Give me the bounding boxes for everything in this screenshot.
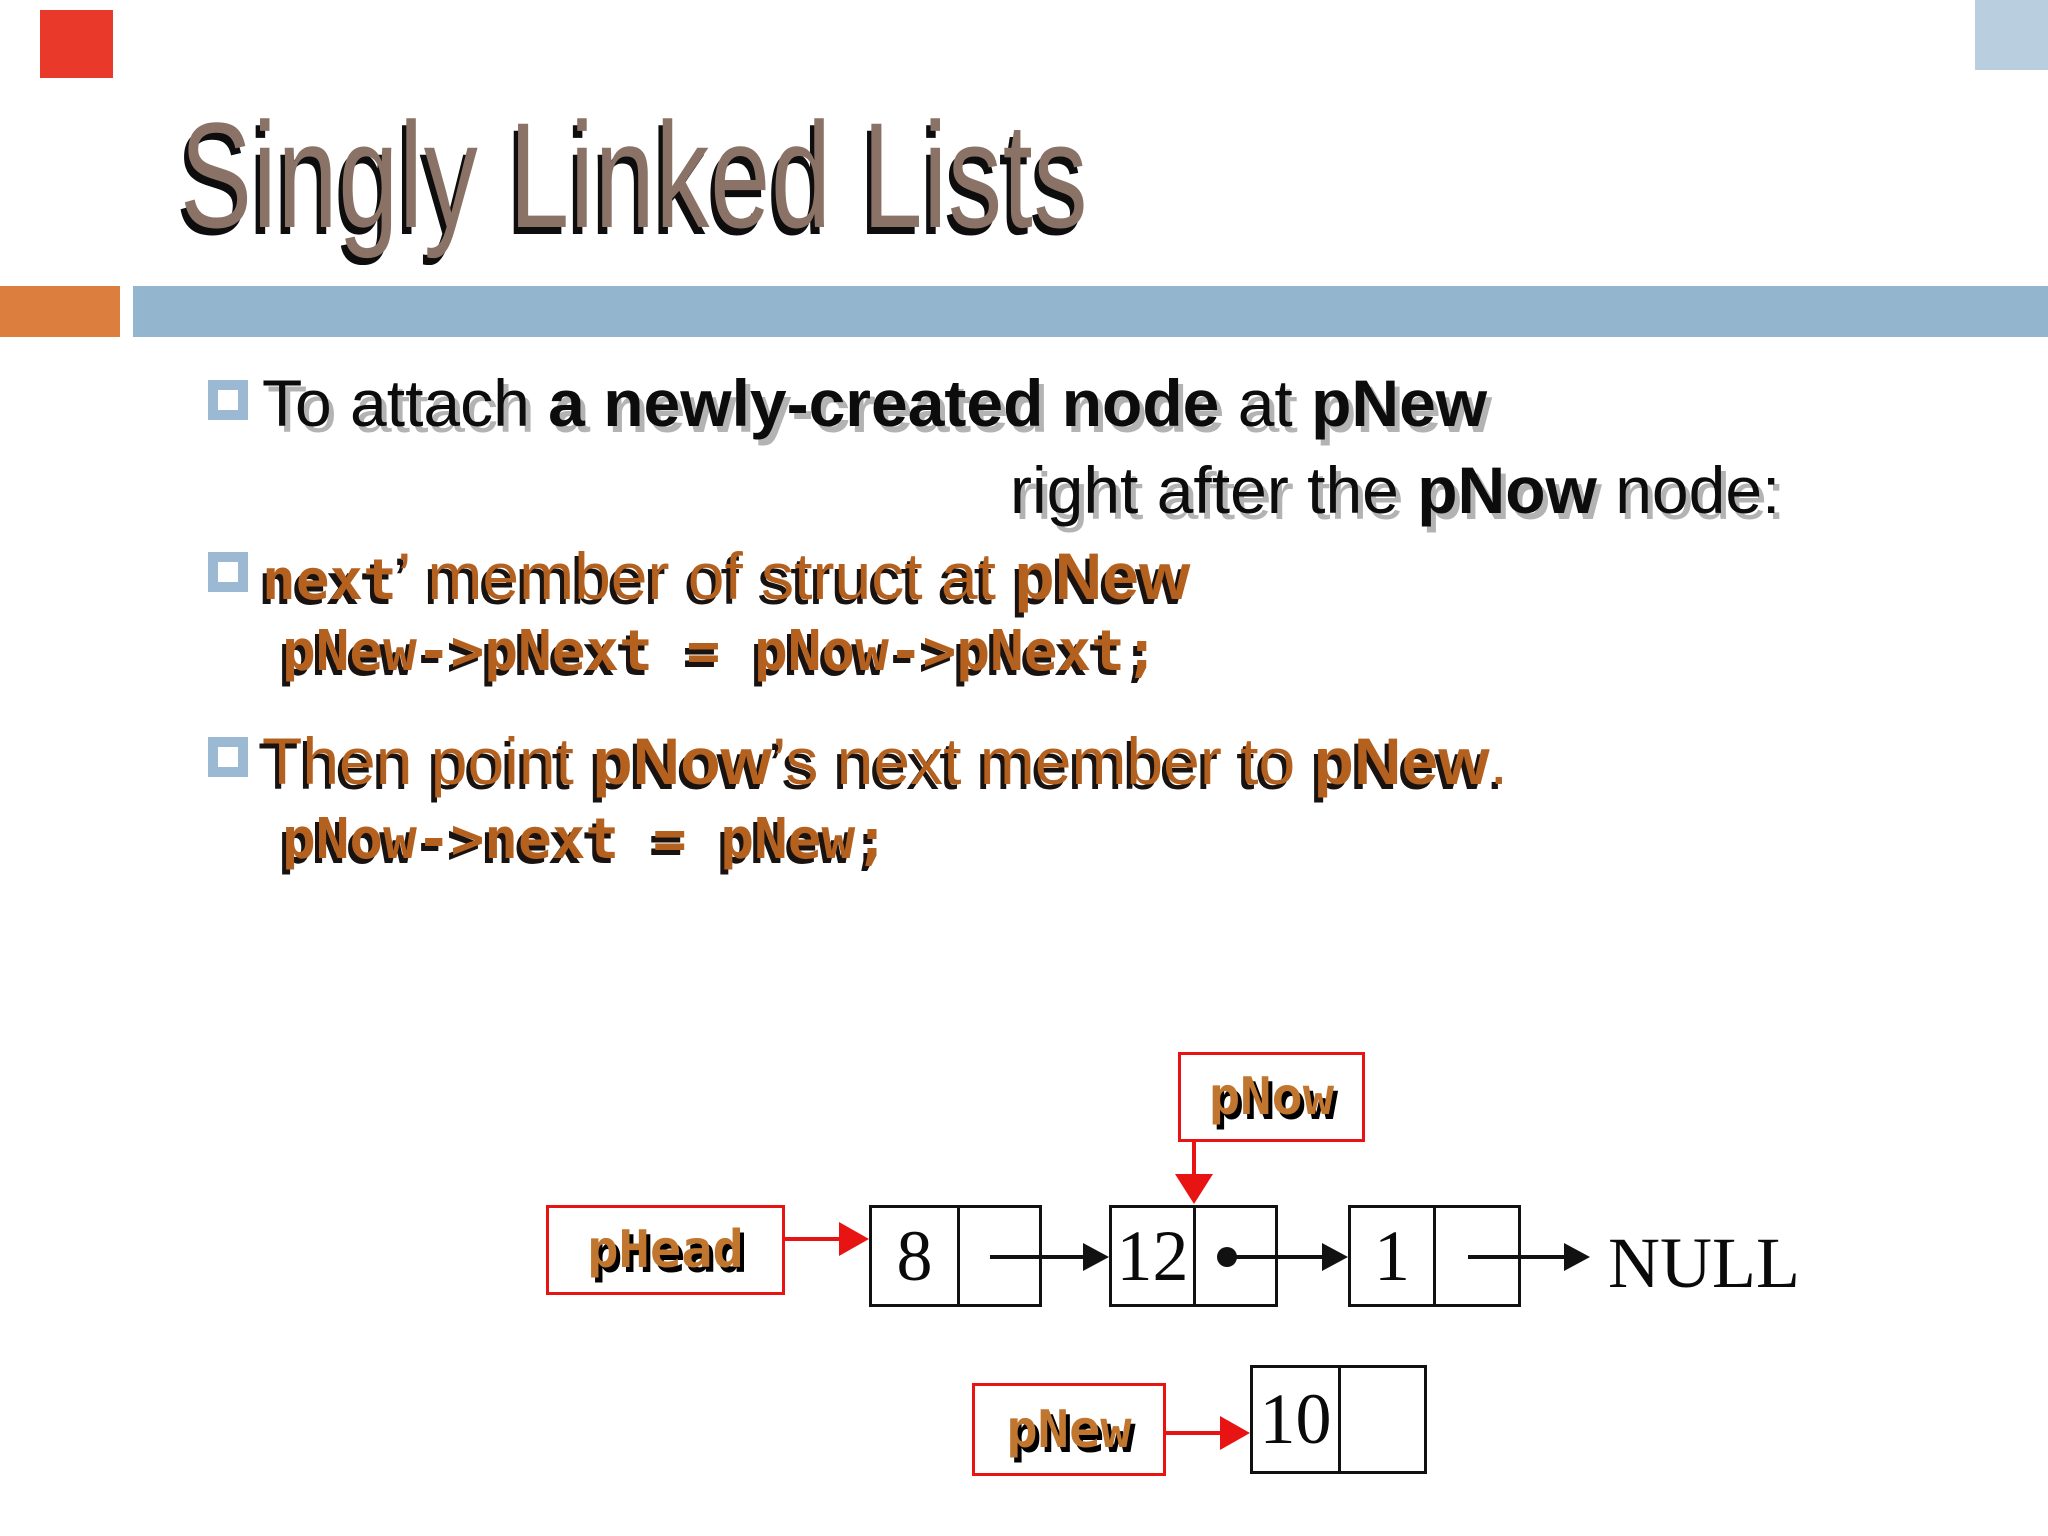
- corner-tab-red: [40, 10, 113, 78]
- node-1: 1: [1348, 1205, 1521, 1307]
- b3-mid: ’s next member to: [771, 724, 1314, 798]
- arrow-12-to-1-line: [1227, 1255, 1325, 1259]
- node-10-value: 10: [1259, 1379, 1332, 1459]
- arrow-8-to-12-line: [990, 1255, 1086, 1259]
- b1-bold-newly-created: a newly-created node: [548, 366, 1220, 440]
- corner-tab-blue: [1975, 0, 2048, 70]
- accent-bar-blue: [133, 286, 2048, 337]
- node-10-next-cell: [1341, 1368, 1424, 1471]
- b2-quote: ’: [396, 539, 410, 613]
- arrow-1-to-null-head-icon: [1564, 1243, 1590, 1271]
- node-8-value: 8: [896, 1215, 933, 1296]
- b3-bold-pnew: pNew: [1313, 724, 1490, 798]
- b2-bold-pnew: pNew: [1014, 539, 1191, 613]
- b3-bold-pnow: pNow: [592, 724, 772, 798]
- node-12-data-cell: 12: [1112, 1208, 1196, 1304]
- arrow-1-to-null-line: [1468, 1255, 1566, 1259]
- bullet1-line1: To attach a newly-created node at pNew: [262, 368, 1487, 438]
- node-8-data-cell: 8: [872, 1208, 960, 1304]
- b1l2-pre: right after the: [1010, 453, 1418, 527]
- bullet2-line: next’ member of struct at pNew: [262, 541, 1190, 616]
- node-10-data-cell: 10: [1253, 1368, 1341, 1471]
- bullet1-line2: right after the pNow node:: [1010, 455, 1780, 525]
- pnow-label: pNow: [1208, 1067, 1335, 1127]
- b1l2-bold-pnow: pNow: [1417, 453, 1597, 527]
- pnow-arrow-line: [1192, 1139, 1196, 1181]
- pnow-pointer-box: pNow: [1178, 1052, 1365, 1142]
- bullet-square-icon: [208, 380, 248, 420]
- pnew-label: pNew: [1006, 1399, 1132, 1460]
- b1l2-post: node:: [1596, 453, 1781, 527]
- b2-mid: member of struct at: [409, 539, 1015, 613]
- b1-text: To attach: [262, 366, 549, 440]
- code-line-1: pNew->pNext = pNow->pNext;: [282, 619, 1159, 684]
- node-1-data-cell: 1: [1351, 1208, 1436, 1304]
- code-line-2: pNow->next = pNew;: [282, 807, 889, 872]
- b3-post: .: [1489, 724, 1508, 798]
- pnew-arrow-head-icon: [1220, 1416, 1250, 1450]
- node-1-value: 1: [1374, 1215, 1410, 1296]
- node-12: 12: [1109, 1205, 1278, 1307]
- pnow-arrow-head-icon: [1175, 1174, 1213, 1204]
- pnew-pointer-box: pNew: [972, 1383, 1166, 1476]
- bullet3-line: Then point pNow’s next member to pNew.: [262, 726, 1508, 796]
- null-label: NULL: [1608, 1223, 1800, 1303]
- accent-bar-orange: [0, 286, 120, 337]
- bullet-square-icon: [208, 552, 248, 592]
- arrow-12-to-1-head-icon: [1322, 1243, 1348, 1271]
- b2-mono-next: next: [262, 548, 397, 613]
- phead-label: pHead: [587, 1220, 744, 1280]
- node-10: 10: [1250, 1365, 1427, 1474]
- bullet-square-icon: [208, 737, 248, 777]
- b1-bold-pnew: pNew: [1311, 366, 1488, 440]
- arrow-8-to-12-head-icon: [1083, 1243, 1109, 1271]
- phead-arrow-line: [785, 1237, 841, 1241]
- node-8: 8: [869, 1205, 1042, 1307]
- phead-arrow-head-icon: [839, 1222, 869, 1256]
- phead-pointer-box: pHead: [546, 1205, 785, 1295]
- b3-pre: Then point: [262, 724, 593, 798]
- slide-title: Singly Linked Lists: [180, 91, 1089, 259]
- pnew-arrow-line: [1166, 1431, 1222, 1435]
- node-12-value: 12: [1116, 1215, 1189, 1296]
- b1-mid: at: [1219, 366, 1312, 440]
